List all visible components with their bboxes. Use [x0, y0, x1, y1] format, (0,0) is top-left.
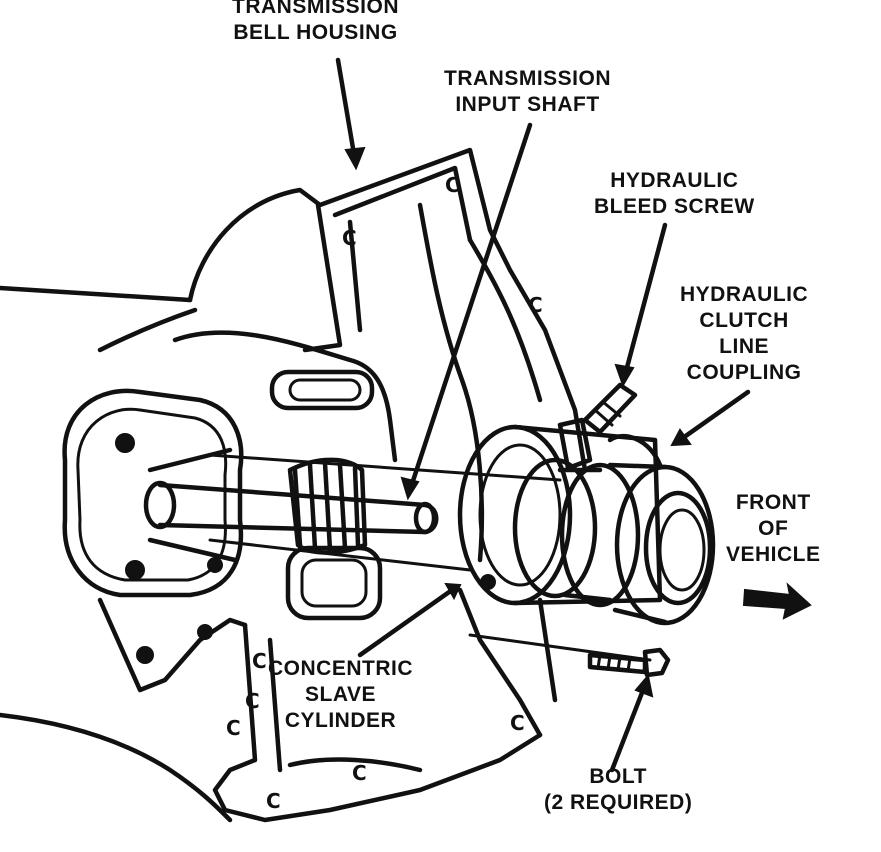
label-slave-cylinder: CONCENTRIC SLAVE CYLINDER	[268, 656, 413, 734]
bell-housing	[97, 147, 588, 823]
label-line: HYDRAULIC	[610, 169, 739, 192]
label-line: CLUTCH	[699, 309, 789, 332]
housing-c-marks: C C C C C C C C C	[226, 173, 543, 813]
label-line: HYDRAULIC	[680, 283, 809, 306]
label-line: OF	[758, 517, 789, 540]
label-bell-housing: TRANSMISSION BELL HOUSING	[232, 0, 399, 46]
label-line: (2 REQUIRED)	[544, 791, 693, 814]
label-line: CONCENTRIC	[268, 657, 413, 680]
transmission-face	[62, 388, 244, 664]
c-mark: C	[528, 293, 543, 317]
label-line: SLAVE	[305, 683, 376, 706]
label-line: TRANSMISSION	[444, 67, 612, 90]
c-mark: C	[266, 789, 281, 813]
label-line: INPUT SHAFT	[455, 93, 600, 116]
label-bleed-screw: HYDRAULIC BLEED SCREW	[594, 168, 755, 220]
c-mark: C	[342, 226, 357, 250]
c-mark: C	[252, 649, 267, 673]
label-line: BELL HOUSING	[233, 21, 398, 44]
label-line: LINE	[719, 335, 769, 358]
engine-outline	[0, 285, 233, 823]
label-input-shaft: TRANSMISSION INPUT SHAFT	[444, 66, 611, 118]
label-bolt: BOLT (2 REQUIRED)	[544, 764, 692, 816]
bleed-screw	[582, 382, 638, 435]
label-line: TRANSMISSION	[232, 0, 400, 18]
label-front-of-vehicle: FRONT OF VEHICLE	[726, 490, 821, 568]
label-line: VEHICLE	[726, 543, 821, 566]
label-line: BOLT	[589, 765, 647, 788]
c-mark: C	[352, 761, 367, 785]
label-line: COUPLING	[686, 361, 802, 384]
c-mark: C	[445, 173, 460, 197]
front-arrow	[742, 582, 812, 620]
label-line: CYLINDER	[284, 709, 397, 732]
label-line: FRONT	[735, 491, 811, 514]
slave-cylinder	[457, 417, 716, 626]
c-mark: C	[245, 689, 260, 713]
c-mark: C	[226, 716, 241, 740]
label-line: BLEED SCREW	[594, 195, 755, 218]
c-mark: C	[510, 711, 525, 735]
leader-lines	[335, 57, 751, 773]
label-clutch-line-coupling: HYDRAULIC CLUTCH LINE COUPLING	[680, 282, 808, 386]
bolt	[587, 647, 671, 678]
